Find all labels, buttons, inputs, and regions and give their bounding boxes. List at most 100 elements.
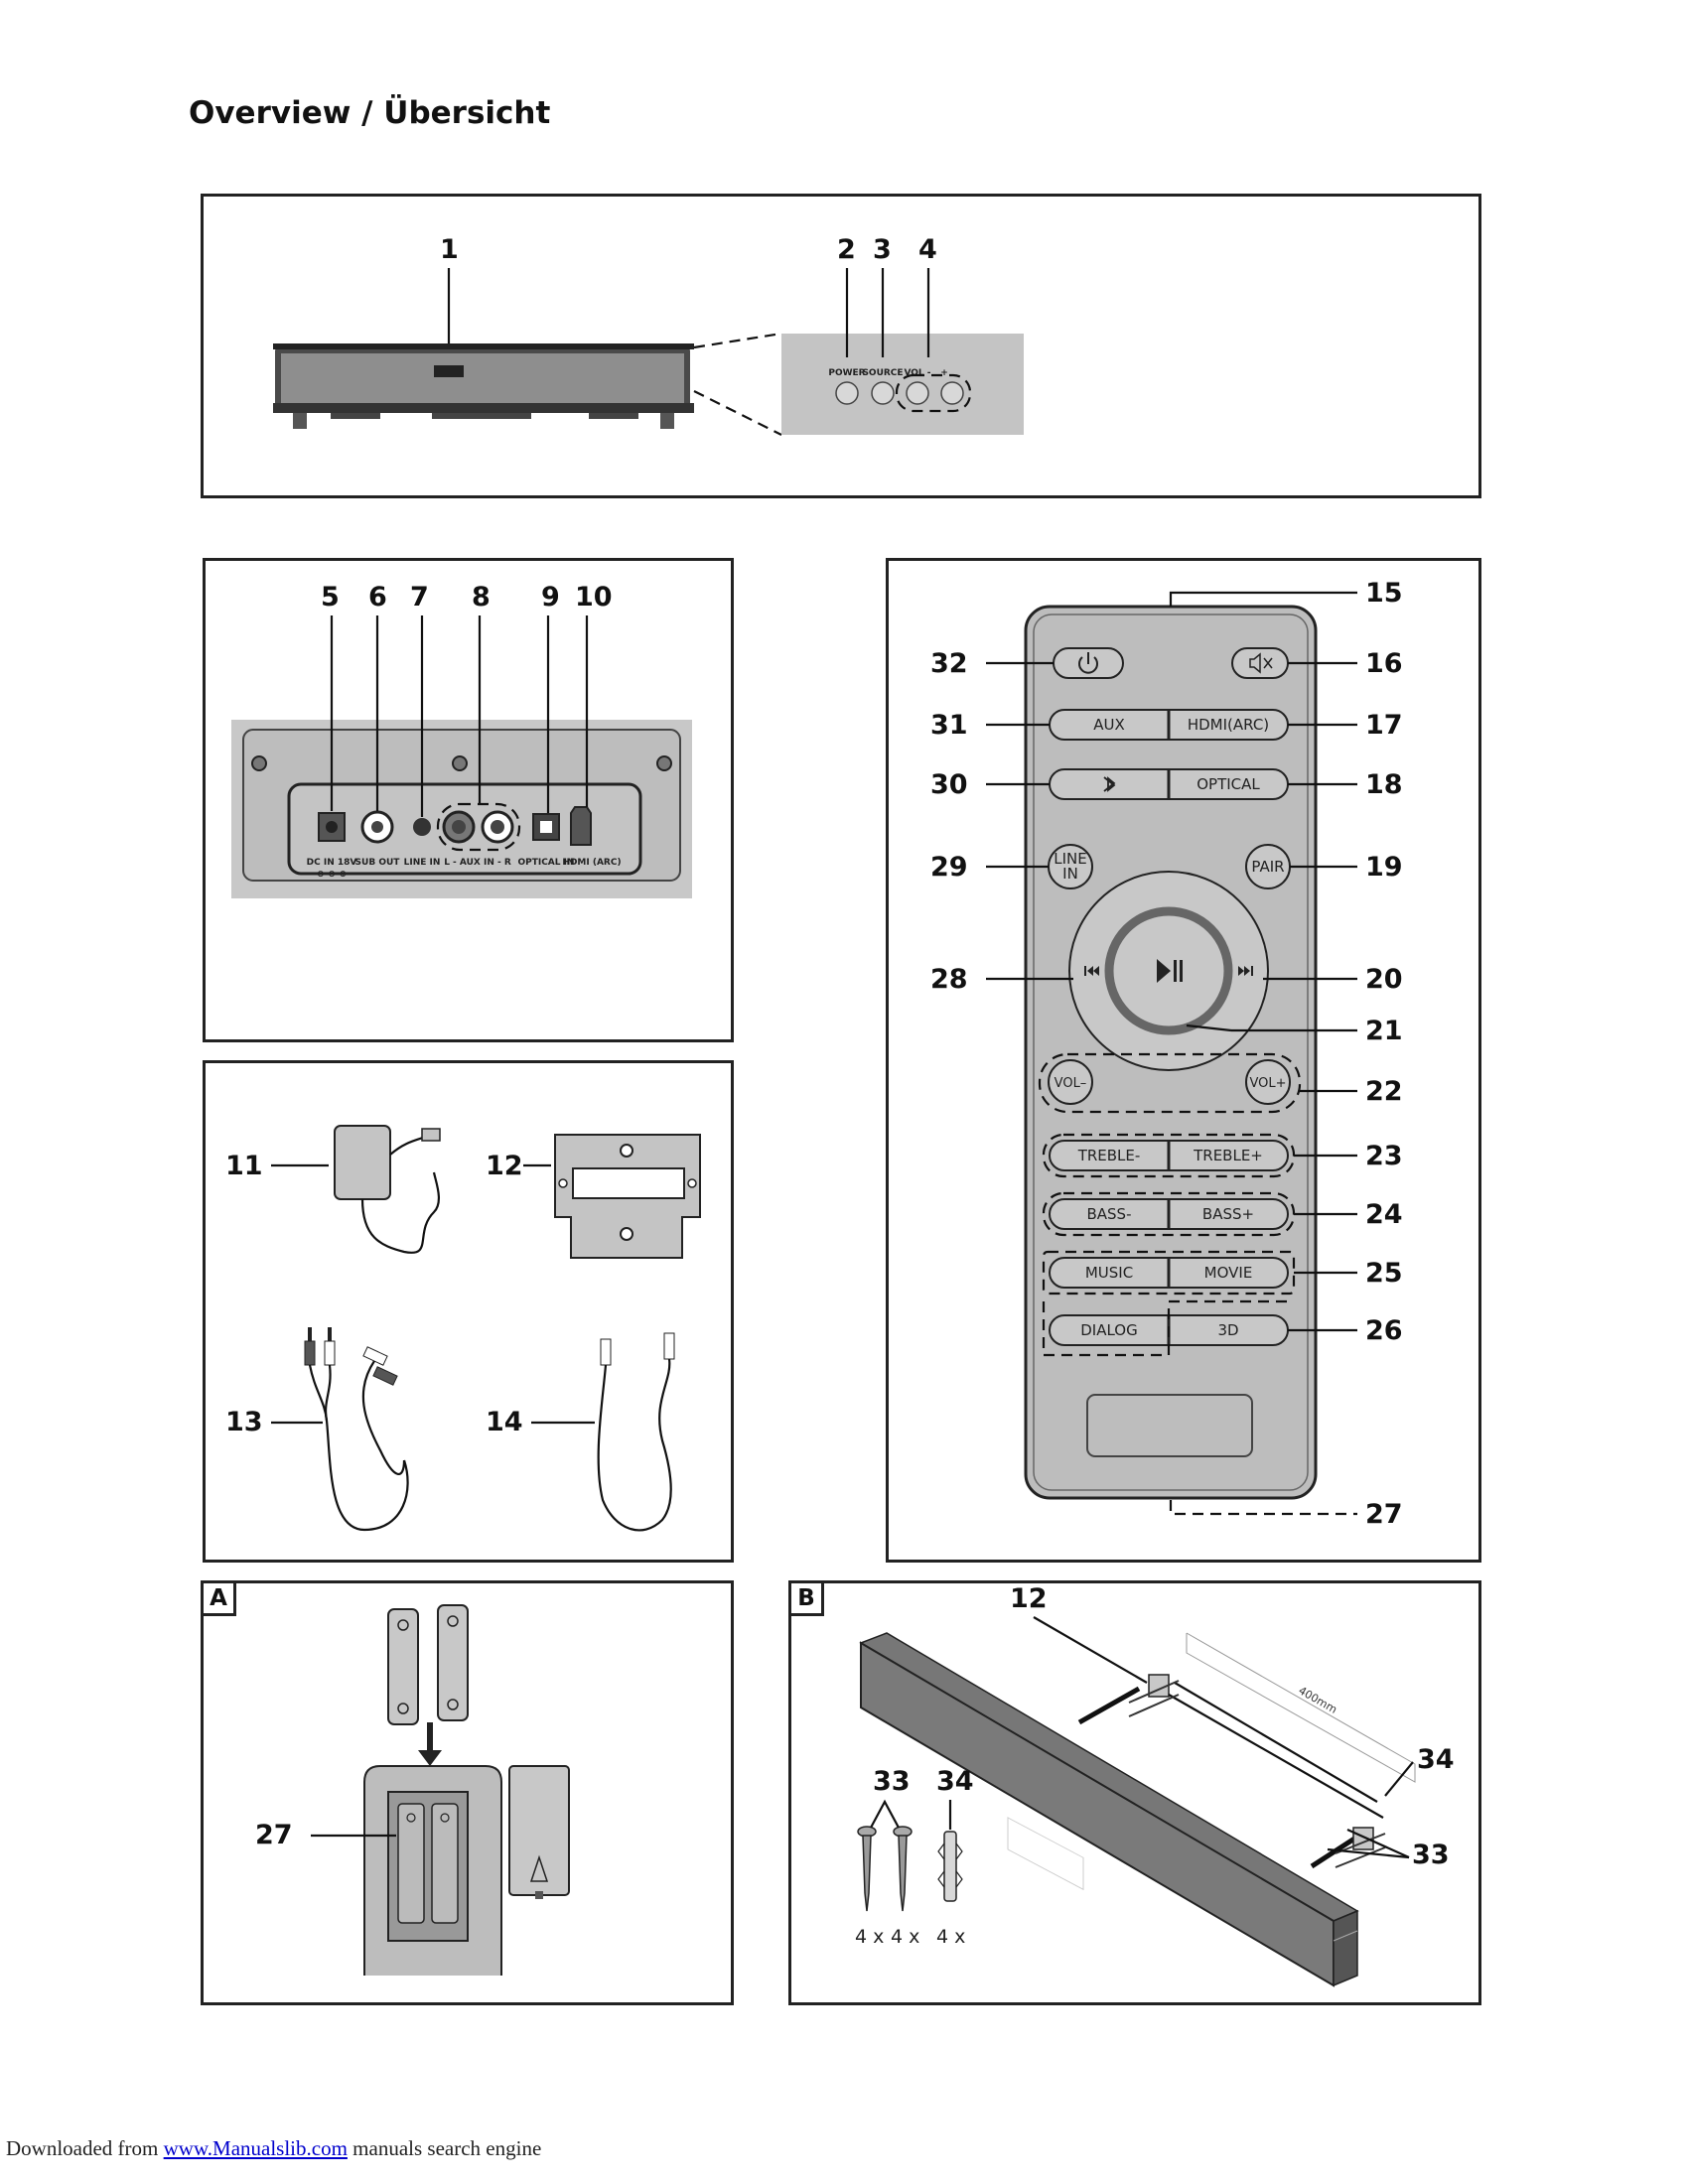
vol-minus-button-diagram — [906, 381, 929, 405]
callout-29: 29 — [930, 852, 968, 883]
remote-drawing: AUX HDMI(ARC) OPTICAL LINE IN PAIR — [930, 578, 1403, 1530]
bass-minus-button: BASS- — [1086, 1205, 1131, 1223]
callout-19: 19 — [1365, 852, 1403, 883]
dialog-button: DIALOG — [1080, 1321, 1138, 1339]
wall-bracket — [554, 1134, 701, 1259]
callout-27-a: 27 — [255, 1820, 293, 1850]
wall-mount-drawing: 400mm 12 34 33 33 34 4 x 4 x 4 x — [855, 1583, 1455, 1987]
battery-insertion-drawing: 27 — [255, 1604, 570, 1976]
callout-26: 26 — [1365, 1315, 1403, 1346]
optical-button: OPTICAL — [1196, 775, 1260, 793]
label-hdmi-arc: HDMI (ARC) — [562, 858, 621, 868]
footer-suffix: manuals search engine — [347, 2136, 542, 2160]
callout-13: 13 — [225, 1407, 263, 1437]
label-aux-in: L - AUX IN - R — [444, 858, 511, 868]
label-optical-in: OPTICAL IN — [517, 858, 574, 868]
vol-minus-label: VOL– — [1055, 1076, 1087, 1091]
callout-12-b: 12 — [1010, 1583, 1048, 1614]
callout-32: 32 — [930, 648, 968, 679]
callout-2: 2 — [837, 234, 856, 265]
accessories-frame: 11 12 13 1 — [203, 1060, 734, 1563]
pair-label: PAIR — [1251, 858, 1284, 876]
callout-33-b-left: 33 — [873, 1766, 911, 1797]
label-power: POWER — [828, 368, 865, 378]
power-adapter — [334, 1125, 441, 1254]
line-in-label-2: IN — [1062, 865, 1078, 883]
callout-22: 22 — [1365, 1076, 1403, 1107]
callout-15: 15 — [1365, 578, 1403, 609]
label-vol: VOL - — [904, 368, 930, 378]
label-vol-plus: + — [940, 368, 948, 378]
label-polarity: ⊖-⊙-⊕ — [317, 870, 347, 880]
panel-a-frame: A 27 — [201, 1580, 734, 2005]
bluetooth-icon — [1103, 776, 1116, 792]
optical-cable — [597, 1332, 675, 1532]
mute-icon — [1249, 652, 1273, 674]
callout-11: 11 — [225, 1151, 263, 1181]
rear-panel-drawing: 5 6 7 8 9 10 — [231, 582, 692, 898]
hdmi-arc-button: HDMI(ARC) — [1188, 716, 1269, 734]
callout-5: 5 — [321, 582, 340, 613]
callout-7: 7 — [410, 582, 429, 613]
batteries — [387, 1604, 469, 1725]
movie-button: MOVIE — [1204, 1264, 1253, 1282]
callout-18: 18 — [1365, 769, 1403, 800]
power-icon — [1078, 652, 1098, 674]
remote-back — [363, 1765, 502, 1976]
vol-plus-label: VOL+ — [1249, 1076, 1286, 1091]
aux-button: AUX — [1093, 716, 1125, 734]
rear-panel-frame: 5 6 7 8 9 10 — [203, 558, 734, 1042]
footer: Downloaded from www.Manualslib.com manua… — [6, 2136, 541, 2161]
vol-plus-button-diagram — [940, 381, 964, 405]
play-pause-icon — [1157, 959, 1183, 983]
callout-23: 23 — [1365, 1141, 1403, 1171]
rca-cable — [304, 1327, 409, 1532]
screws — [857, 1826, 913, 1912]
manualslib-link[interactable]: www.Manualslib.com — [163, 2136, 348, 2160]
qty-screw-2: 4 x — [891, 1926, 919, 1948]
callout-28: 28 — [930, 964, 968, 995]
qty-screw-1: 4 x — [855, 1926, 884, 1948]
panel-a-tag: A — [204, 1583, 236, 1616]
soundbar-front-frame: 1 POWER SOURCE VOL - + — [201, 194, 1481, 498]
remote-frame: AUX HDMI(ARC) OPTICAL LINE IN PAIR — [886, 558, 1481, 1563]
prev-track-icon — [1084, 966, 1099, 976]
callout-14: 14 — [486, 1407, 523, 1437]
soundbar-front-drawing: 1 POWER SOURCE VOL - + — [273, 234, 1024, 436]
callout-16: 16 — [1365, 648, 1403, 679]
soundbar-body — [273, 343, 694, 429]
display-window — [434, 365, 464, 377]
callout-8: 8 — [472, 582, 491, 613]
panel-b-frame: B 400mm 12 34 33 — [788, 1580, 1481, 2005]
qty-dowel: 4 x — [936, 1926, 965, 1948]
callout-31: 31 — [930, 710, 968, 741]
source-button-diagram — [871, 381, 895, 405]
power-button-diagram — [835, 381, 859, 405]
callout-4: 4 — [918, 234, 937, 265]
panel-b-tag: B — [791, 1583, 824, 1616]
soundbar-3d — [859, 1632, 1359, 1987]
callout-3: 3 — [873, 234, 892, 265]
control-panel-zoom: POWER SOURCE VOL - + — [781, 334, 1024, 435]
battery-cover — [508, 1765, 570, 1899]
callout-25: 25 — [1365, 1258, 1403, 1289]
3d-button: 3D — [1217, 1321, 1238, 1339]
callout-27: 27 — [1365, 1499, 1403, 1530]
callout-10: 10 — [575, 582, 613, 613]
next-track-icon — [1238, 966, 1253, 976]
callout-34-b: 34 — [1417, 1744, 1455, 1775]
callout-24: 24 — [1365, 1199, 1403, 1230]
page-title: Overview / Übersicht — [189, 95, 551, 131]
callout-6: 6 — [368, 582, 387, 613]
callout-12: 12 — [486, 1151, 523, 1181]
callout-17: 17 — [1365, 710, 1403, 741]
footer-prefix: Downloaded from — [6, 2136, 164, 2160]
line-in-label-1: LINE — [1054, 850, 1086, 868]
callout-34-b-left: 34 — [936, 1766, 974, 1797]
label-line-in: LINE IN — [404, 858, 441, 868]
callout-9: 9 — [541, 582, 560, 613]
wall-dowel — [937, 1831, 963, 1902]
callout-33-b-right: 33 — [1412, 1840, 1450, 1870]
treble-minus-button: TREBLE- — [1077, 1147, 1141, 1164]
vol-plus-button — [1245, 1059, 1291, 1105]
